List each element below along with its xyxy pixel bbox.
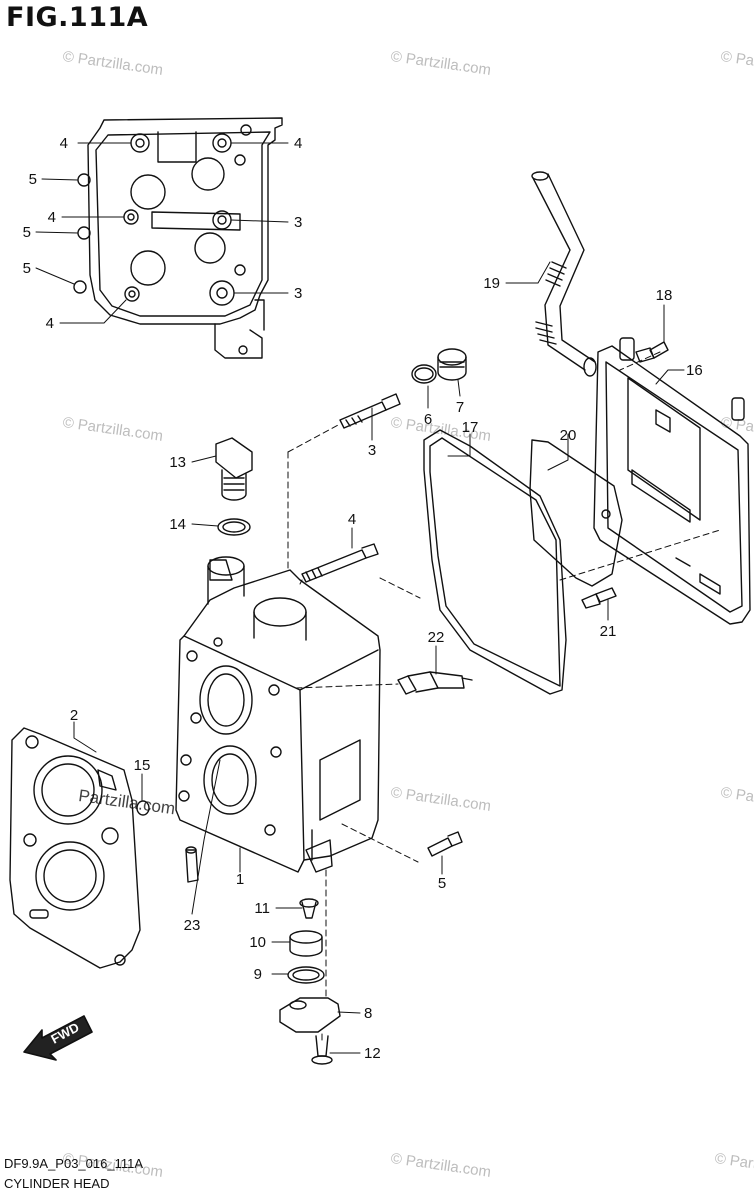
breather-hose bbox=[531, 171, 597, 377]
callout-13: 13 bbox=[169, 454, 186, 471]
callout-2: 2 bbox=[70, 707, 78, 724]
callout-7: 7 bbox=[456, 399, 464, 416]
bolt-5 bbox=[427, 831, 463, 857]
diagram-name: CYLINDER HEAD bbox=[4, 1176, 110, 1191]
callout-5: 5 bbox=[23, 260, 31, 277]
callout-23: 23 bbox=[184, 917, 201, 934]
callout-9: 9 bbox=[254, 966, 262, 983]
assembly-lines bbox=[287, 351, 721, 1041]
callout-3: 3 bbox=[294, 214, 302, 231]
breather-plate bbox=[529, 439, 623, 587]
callout-5: 5 bbox=[29, 171, 37, 188]
bolt-4 bbox=[301, 543, 379, 583]
bolt-12 bbox=[311, 1035, 333, 1065]
callout-5: 5 bbox=[23, 224, 31, 241]
callout-16: 16 bbox=[686, 362, 703, 379]
callout-6: 6 bbox=[424, 411, 432, 428]
dowel-pin bbox=[136, 800, 150, 816]
callout-22: 22 bbox=[428, 629, 445, 646]
callout-1: 1 bbox=[236, 871, 244, 888]
thermostat bbox=[289, 930, 323, 957]
oil-plug bbox=[215, 437, 253, 536]
callout-19: 19 bbox=[483, 275, 500, 292]
figure-title: FIG.111A bbox=[6, 2, 149, 33]
screw-11 bbox=[299, 898, 319, 919]
callout-3: 3 bbox=[294, 285, 302, 302]
cover-gasket-inner bbox=[429, 437, 561, 687]
callout-4: 4 bbox=[348, 511, 356, 528]
thermostat-seal bbox=[287, 966, 325, 984]
callout-15: 15 bbox=[134, 757, 151, 774]
cylinder-head bbox=[175, 556, 381, 873]
bolt-18 bbox=[635, 341, 669, 363]
diagram-code: DF9.9A_P03_016_111A bbox=[4, 1156, 144, 1171]
callout-4: 4 bbox=[60, 135, 68, 152]
spark-plug bbox=[397, 671, 473, 695]
callout-4: 4 bbox=[294, 135, 302, 152]
oil-filler-cap bbox=[411, 348, 467, 384]
forward-arrow: FWD bbox=[23, 1015, 93, 1061]
callout-11: 11 bbox=[254, 900, 270, 917]
callout-17: 17 bbox=[462, 419, 479, 436]
callout-21: 21 bbox=[600, 623, 617, 640]
callout-5: 5 bbox=[438, 875, 446, 892]
bolt-21 bbox=[581, 587, 617, 609]
guide-pin bbox=[185, 846, 199, 883]
callout-14: 14 bbox=[169, 516, 186, 533]
callout-4: 4 bbox=[48, 209, 56, 226]
callout-20: 20 bbox=[560, 427, 577, 444]
bolt-3 bbox=[339, 393, 401, 429]
head-cover bbox=[593, 337, 751, 625]
callout-8: 8 bbox=[364, 1005, 372, 1022]
thermostat-cover bbox=[279, 997, 341, 1033]
callout-18: 18 bbox=[656, 287, 673, 304]
leader-lines bbox=[35, 142, 685, 1054]
callout-labels: 4 4 5 4 3 5 5 3 4 19 18 16 6 7 3 17 20 1… bbox=[23, 135, 703, 1062]
callout-3: 3 bbox=[368, 442, 376, 459]
callout-4: 4 bbox=[46, 315, 54, 332]
callout-10: 10 bbox=[249, 934, 266, 951]
head-gasket bbox=[9, 727, 141, 969]
callout-12: 12 bbox=[364, 1045, 381, 1062]
